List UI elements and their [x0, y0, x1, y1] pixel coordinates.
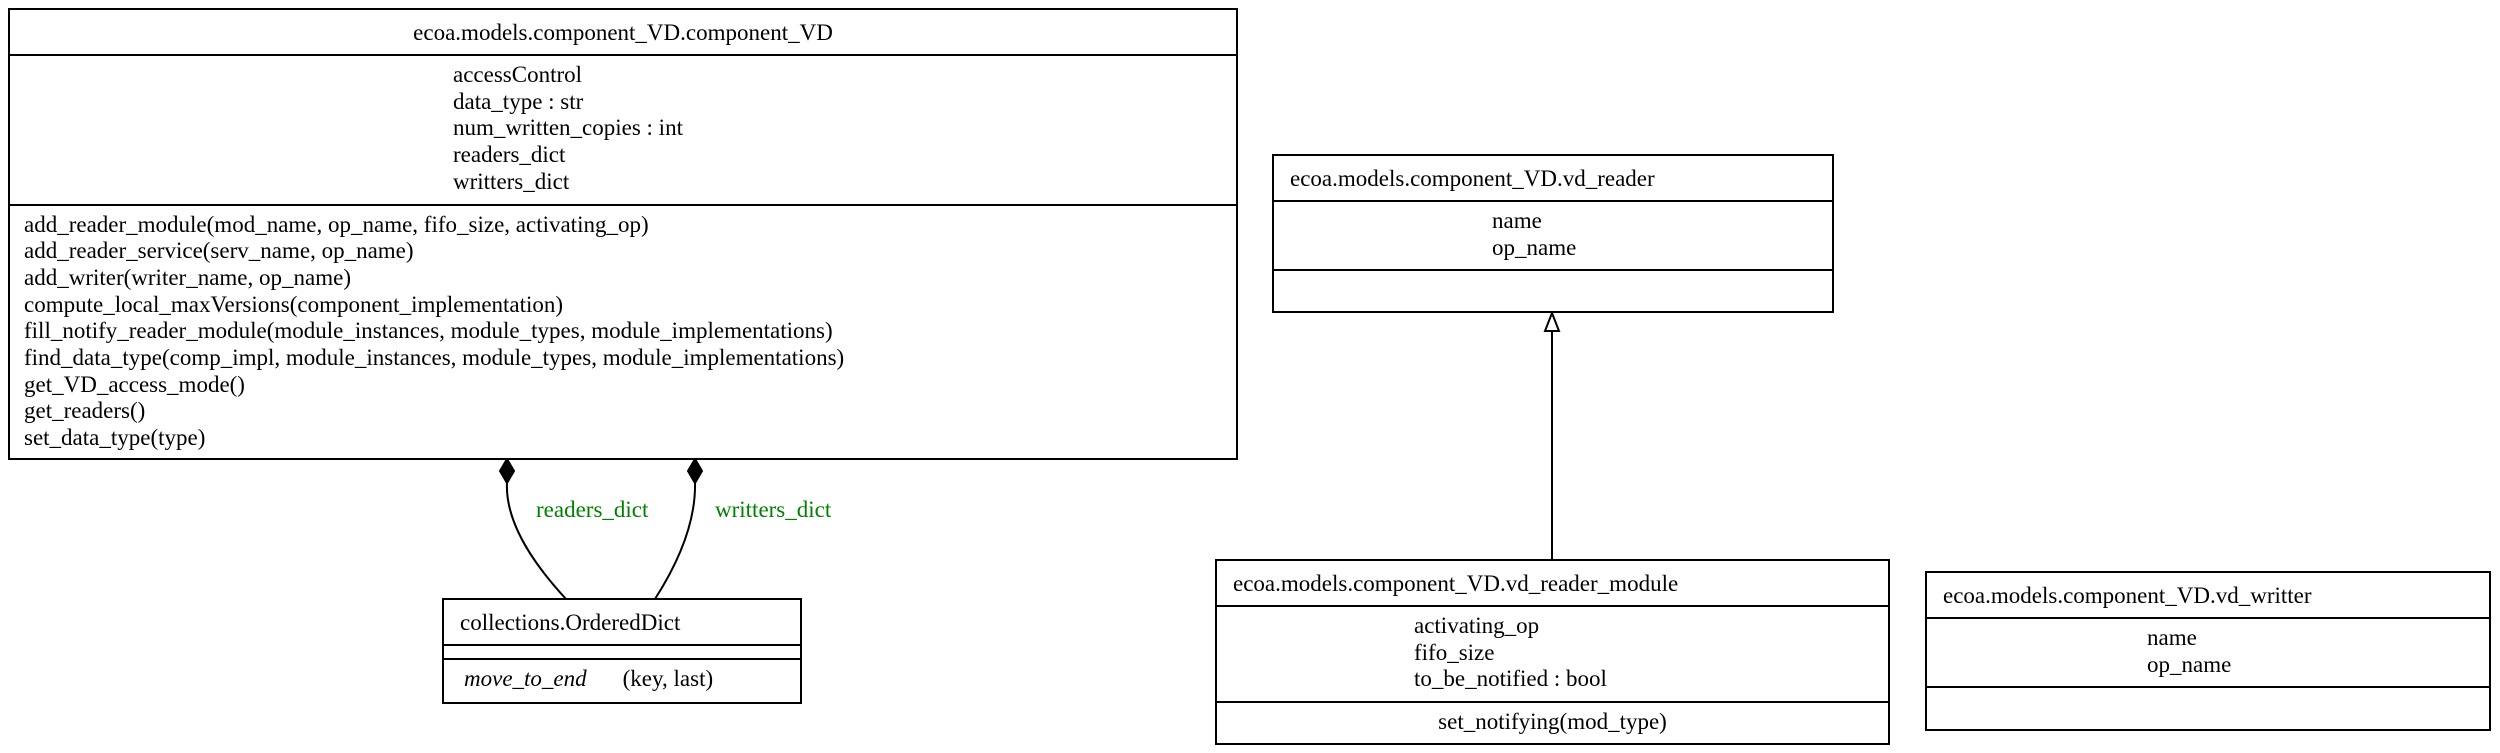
method: add_reader_service(serv_name, op_name): [24, 238, 414, 264]
writters-dict-composition-edge: [654, 481, 697, 600]
class-title: ecoa.models.component_VD.vd_writter: [1927, 573, 2489, 619]
class-methods: set_notifying(mod_type): [1217, 703, 1888, 744]
method-args: (key, last): [622, 666, 714, 691]
readers-dict-composition-edge: [505, 481, 567, 600]
attribute: name: [1492, 208, 1542, 233]
class-attributes-empty: [444, 646, 800, 660]
method-name: move_to_end: [464, 666, 587, 691]
method: get_readers(): [24, 398, 146, 424]
method: fill_notify_reader_module(module_instanc…: [24, 318, 833, 344]
attribute: op_name: [2147, 651, 2232, 677]
method: get_VD_access_mode(): [24, 371, 245, 397]
attribute: accessControl: [453, 62, 583, 87]
class-methods-empty: [1927, 688, 2489, 724]
class-vd-writter[interactable]: ecoa.models.component_VD.vd_writter name…: [1925, 571, 2491, 731]
method: add_writer(writer_name, op_name): [24, 264, 351, 290]
class-methods: add_reader_module(mod_name, op_name, fif…: [10, 206, 1236, 460]
class-vd-reader-module[interactable]: ecoa.models.component_VD.vd_reader_modul…: [1215, 559, 1890, 745]
attribute: writters_dict: [453, 168, 570, 194]
attribute: fifo_size: [1414, 639, 1495, 665]
class-title: collections.OrderedDict: [444, 600, 800, 646]
class-attributes: accessControl data_type : str num_writte…: [10, 56, 1236, 206]
class-title: ecoa.models.component_VD.vd_reader_modul…: [1217, 561, 1888, 607]
attribute: activating_op: [1414, 613, 1540, 638]
class-attributes: activating_op fifo_size to_be_notified :…: [1217, 607, 1888, 704]
class-methods: move_to_end (key, last): [444, 660, 800, 701]
attribute: op_name: [1492, 234, 1577, 260]
inheritance-arrowhead-icon: [1543, 310, 1561, 332]
class-vd-reader[interactable]: ecoa.models.component_VD.vd_reader name …: [1272, 154, 1834, 313]
class-title: ecoa.models.component_VD.vd_reader: [1274, 156, 1832, 202]
method: set_data_type(type): [24, 425, 206, 451]
class-ordered-dict[interactable]: collections.OrderedDict move_to_end (key,…: [442, 598, 802, 704]
method: find_data_type(comp_impl, module_instanc…: [24, 345, 845, 371]
method: add_reader_module(mod_name, op_name, fif…: [24, 211, 649, 237]
attribute: to_be_notified : bool: [1414, 666, 1607, 692]
attribute: name: [2147, 625, 2197, 650]
class-attributes: name op_name: [1927, 619, 2489, 689]
class-title: ecoa.models.component_VD.component_VD: [10, 10, 1236, 56]
attribute: readers_dict: [453, 142, 566, 168]
class-methods-empty: [1274, 271, 1832, 307]
attribute: data_type : str: [453, 88, 584, 114]
composition-diamond-icon: [686, 457, 704, 485]
method: set_notifying(mod_type): [1438, 709, 1667, 735]
composition-diamond-icon: [498, 457, 516, 485]
method: compute_local_maxVersions(component_impl…: [24, 291, 564, 317]
class-component-vd[interactable]: ecoa.models.component_VD.component_VD ac…: [8, 8, 1238, 460]
writters-dict-label: writters_dict: [715, 497, 832, 522]
attribute: num_written_copies : int: [453, 115, 683, 141]
class-attributes: name op_name: [1274, 202, 1832, 272]
readers-dict-label: readers_dict: [536, 497, 649, 522]
